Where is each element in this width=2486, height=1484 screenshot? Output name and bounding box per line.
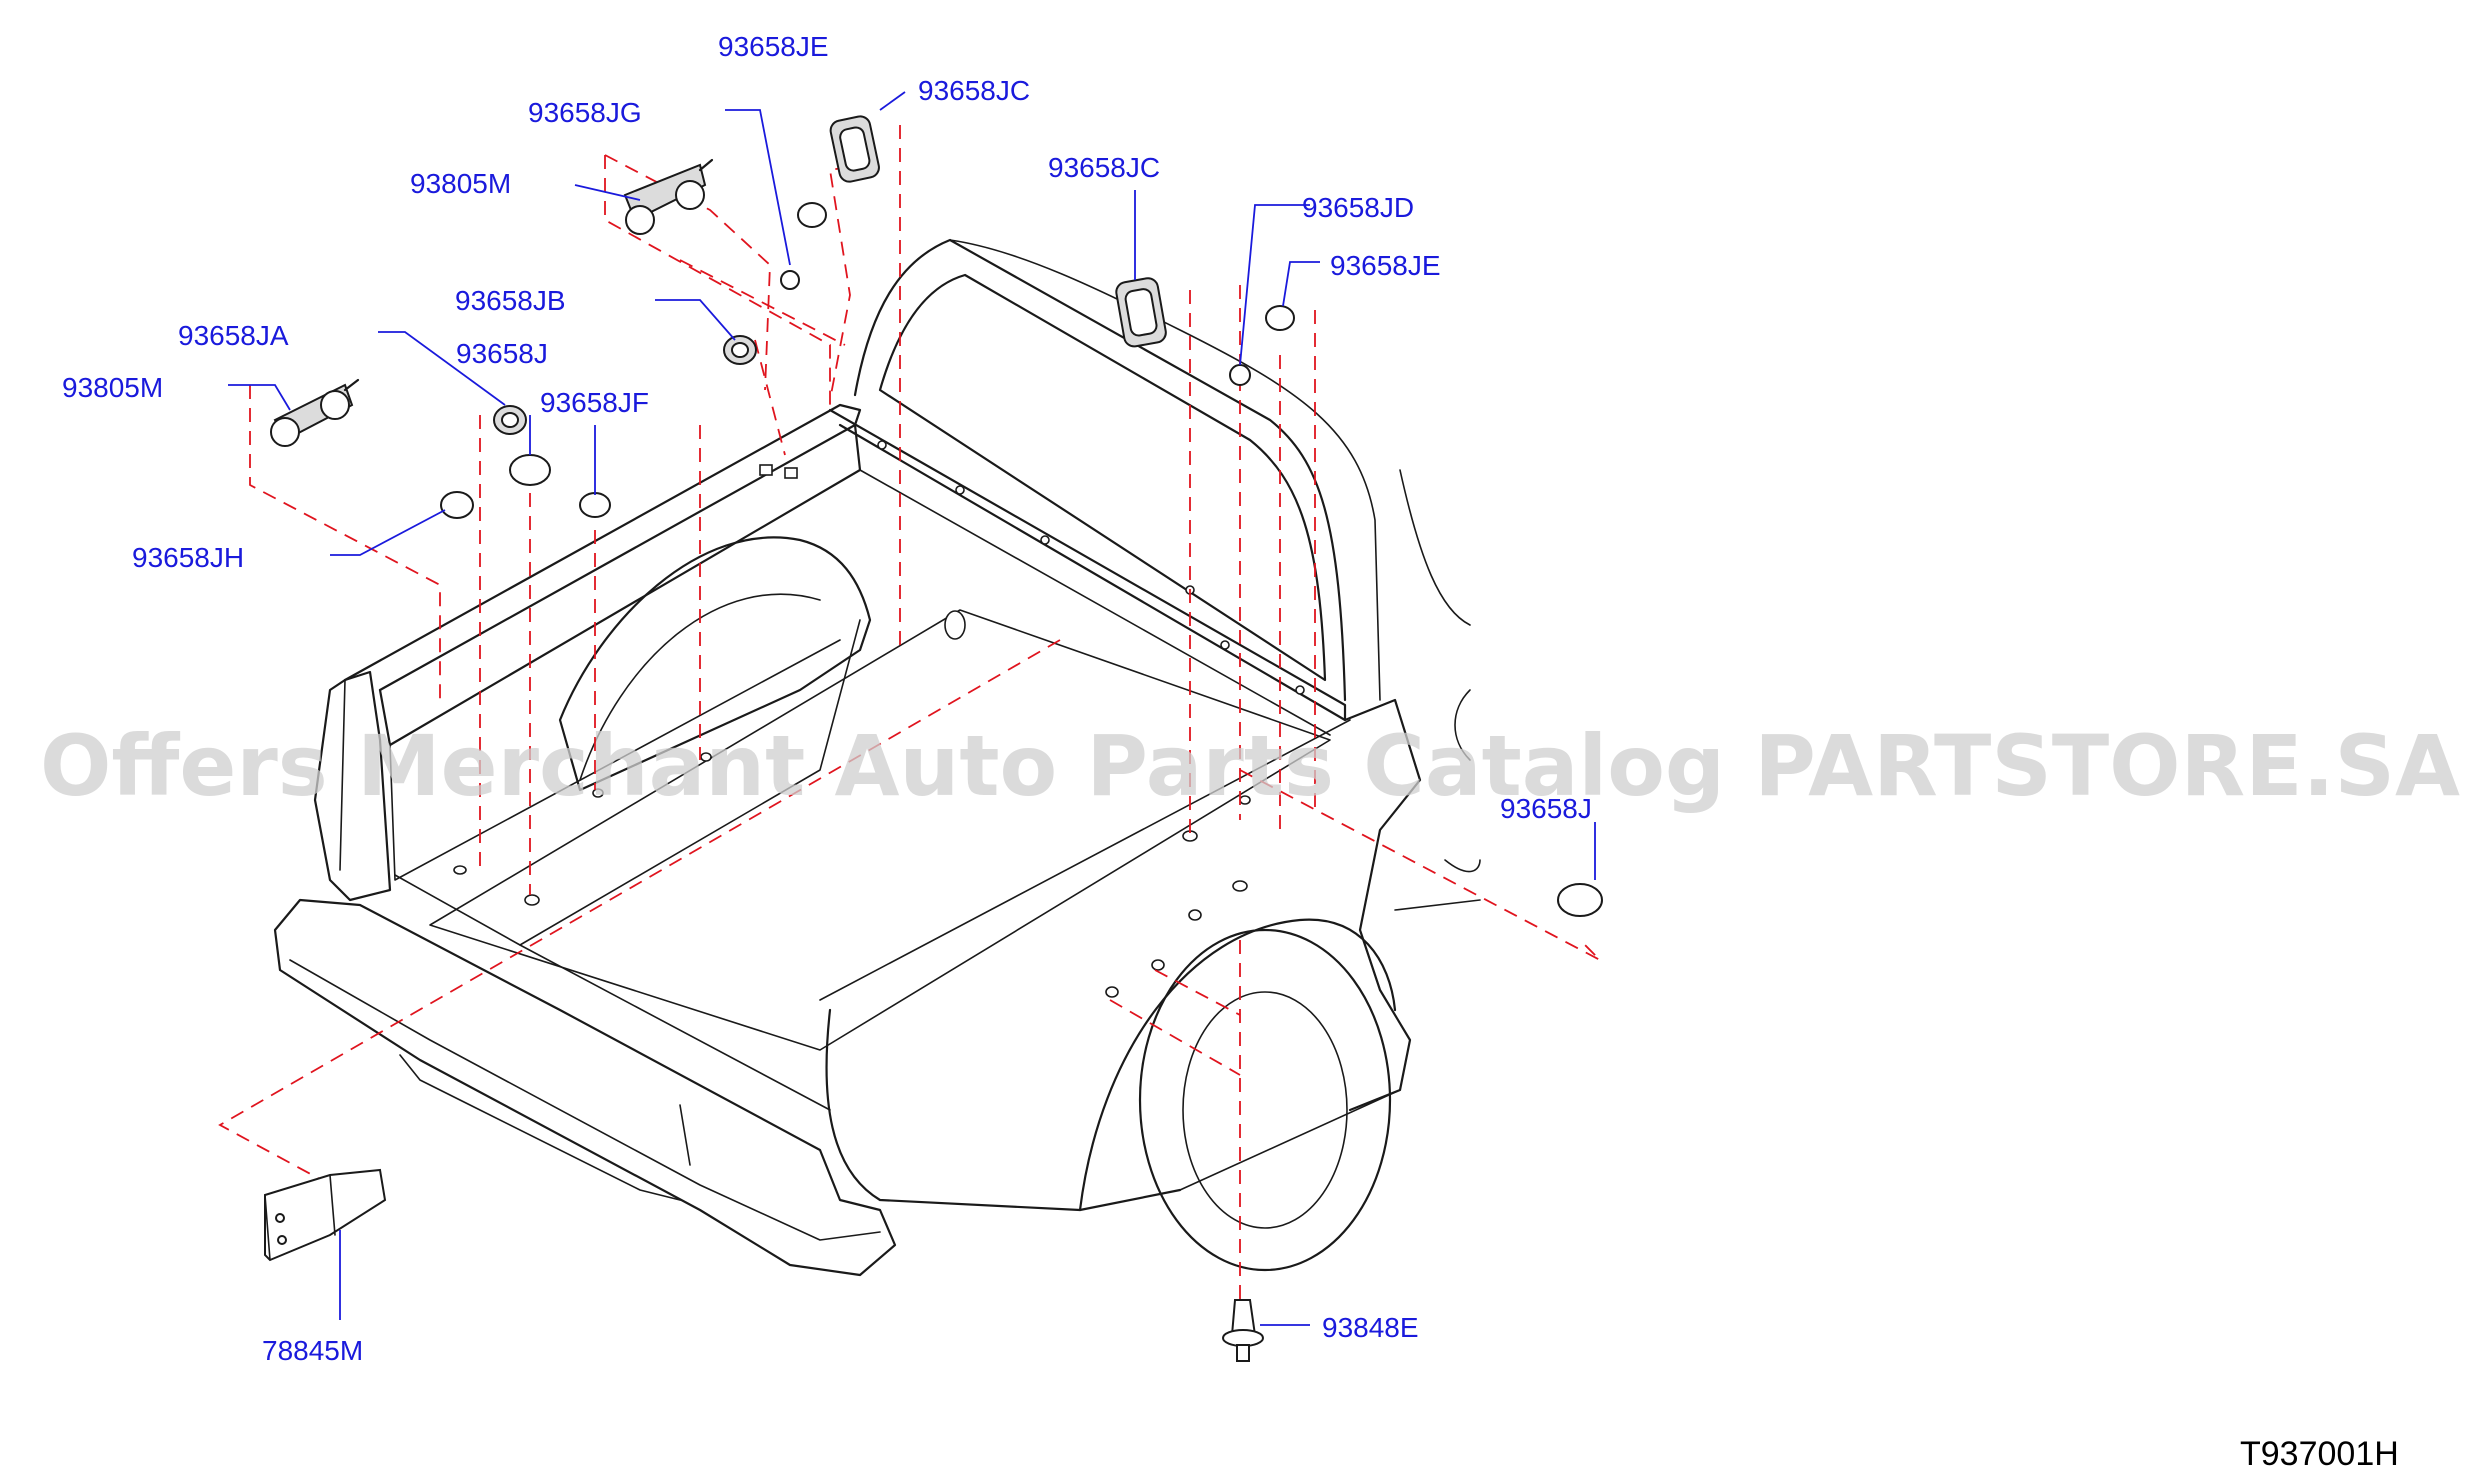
label-93658j-right[interactable]: 93658J: [1500, 793, 1592, 824]
part-plug-jd[interactable]: [1229, 364, 1251, 386]
label-93658jg[interactable]: 93658JG: [528, 97, 642, 128]
part-plug-jb[interactable]: [723, 335, 757, 365]
label-93658j-upper[interactable]: 93658J: [456, 338, 548, 369]
part-plug-j-right[interactable]: [1557, 883, 1603, 917]
label-93805m-top[interactable]: 93805M: [410, 168, 511, 199]
label-93658jb[interactable]: 93658JB: [455, 285, 566, 316]
label-93658jd[interactable]: 93658JD: [1302, 192, 1414, 223]
label-93658jc-top[interactable]: 93658JC: [918, 75, 1030, 106]
part-labels: 93658JE 93658JC 93658JG 93805M 93658JC 9…: [62, 31, 1592, 1366]
part-plug-jh[interactable]: [440, 491, 474, 519]
label-78845m[interactable]: 78845M: [262, 1335, 363, 1366]
label-93658ja[interactable]: 93658JA: [178, 320, 289, 351]
watermark-text: Offers Merchant Auto Parts Catalog PARTS…: [40, 717, 2460, 815]
label-93658je-top[interactable]: 93658JE: [718, 31, 829, 62]
part-bushing-top[interactable]: [623, 158, 714, 235]
label-93848e[interactable]: 93848E: [1322, 1312, 1419, 1343]
part-bracket-78845m[interactable]: [264, 1168, 387, 1262]
part-plug-je-right[interactable]: [1265, 305, 1295, 331]
truck-bed-outline: [273, 238, 1481, 1277]
part-grommet-jc-mid[interactable]: [1115, 277, 1168, 348]
part-plug-j-upper[interactable]: [493, 405, 551, 486]
label-93658je-right[interactable]: 93658JE: [1330, 250, 1441, 281]
label-93658jc-mid[interactable]: 93658JC: [1048, 152, 1160, 183]
part-bushing-left[interactable]: [270, 378, 360, 447]
leader-lines: [228, 91, 1596, 1326]
part-plug-jf[interactable]: [579, 492, 611, 518]
figure-code: T937001H: [2240, 1435, 2399, 1473]
label-93658jh[interactable]: 93658JH: [132, 542, 244, 573]
part-plug-je-top[interactable]: [780, 202, 827, 290]
label-93805m-left[interactable]: 93805M: [62, 372, 163, 403]
part-grommet-jc-top[interactable]: [829, 115, 881, 184]
label-93658jf[interactable]: 93658JF: [540, 387, 649, 418]
part-clip-93848e[interactable]: [1222, 1299, 1264, 1362]
